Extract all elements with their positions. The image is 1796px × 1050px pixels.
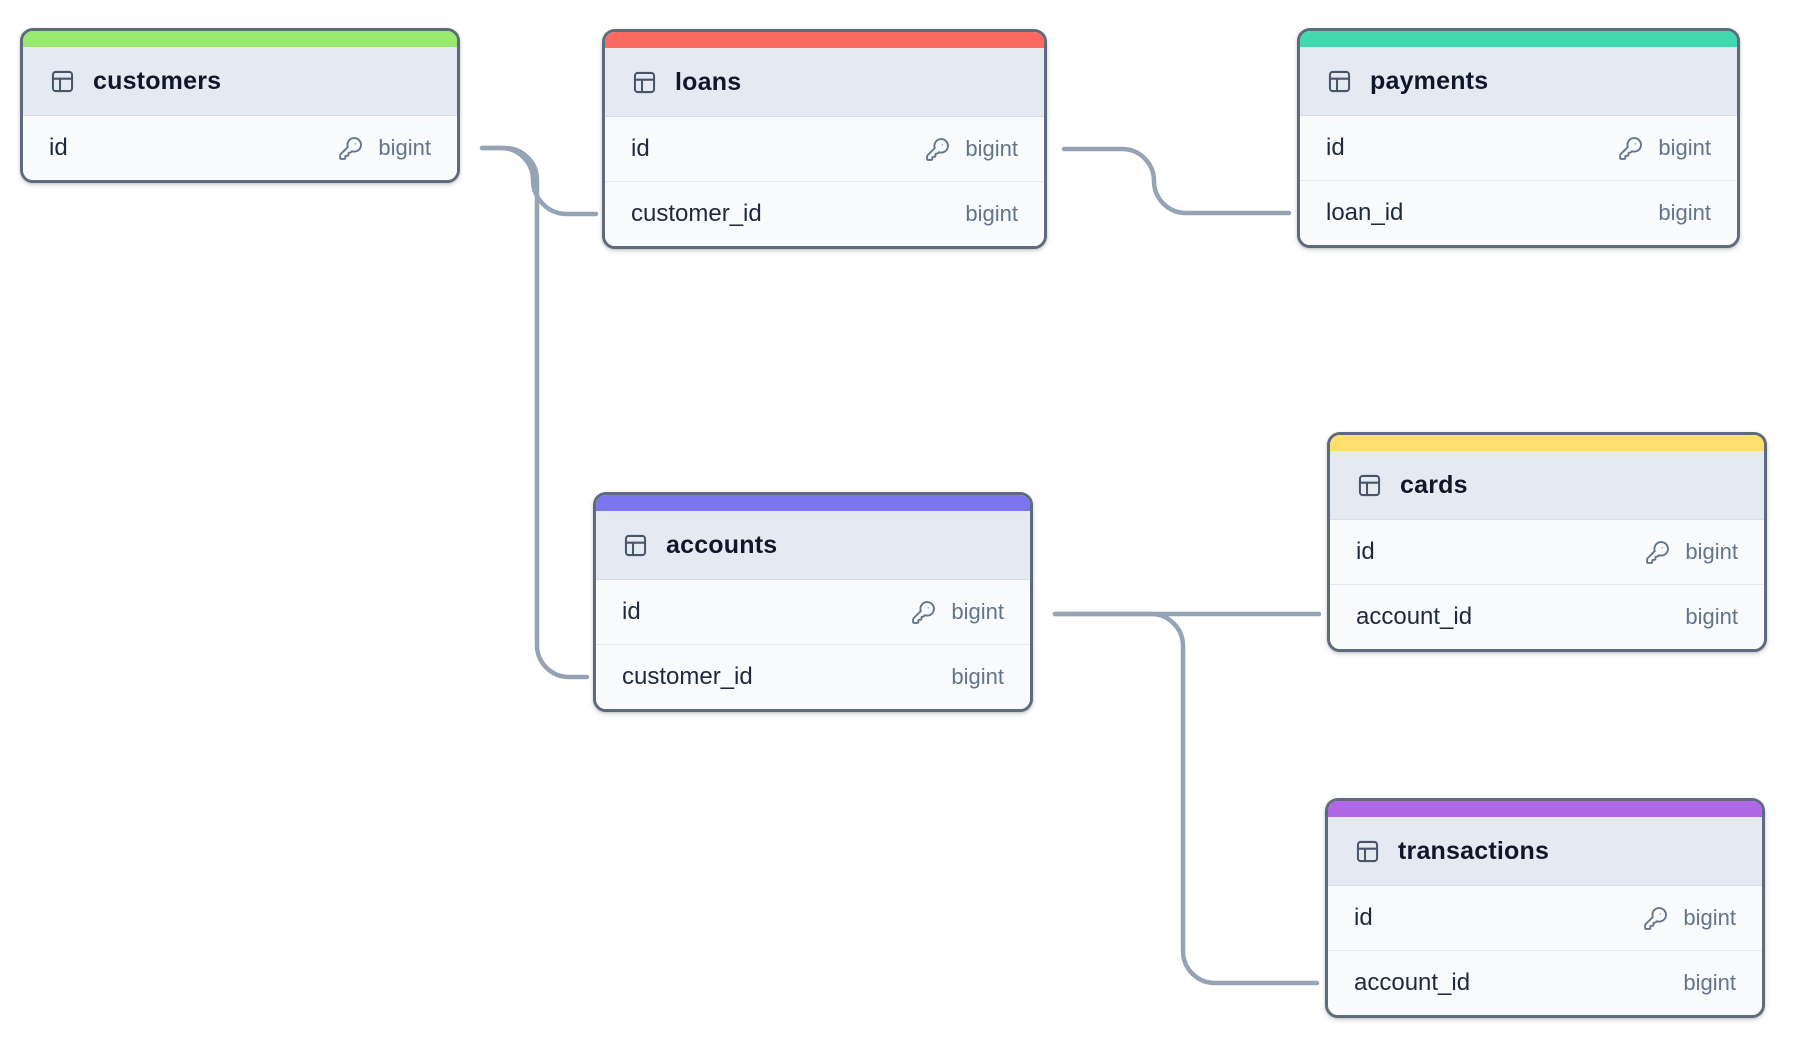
column-name: customer_id (622, 663, 753, 690)
table-loans[interactable]: loans id bigint customer_id bigint (602, 29, 1047, 249)
table-header-loans[interactable]: loans (605, 48, 1044, 116)
relationship-customers-id-to-accounts-customer_id[interactable] (479, 145, 590, 680)
column-type: bigint (1683, 905, 1736, 930)
column-row-accounts-customer_id[interactable]: customer_id bigint (596, 644, 1030, 709)
column-meta: bigint (1658, 200, 1711, 226)
column-name: id (49, 134, 68, 161)
column-type: bigint (1683, 970, 1736, 995)
column-row-loans-id[interactable]: id bigint (605, 116, 1044, 181)
column-meta: bigint (911, 599, 1004, 625)
primary-key-icon (1645, 540, 1670, 565)
column-type: bigint (965, 136, 1018, 161)
primary-key-icon (911, 600, 936, 625)
column-row-accounts-id[interactable]: id bigint (596, 579, 1030, 644)
table-icon (622, 532, 649, 559)
table-name: loans (675, 67, 742, 96)
table-icon (49, 68, 76, 95)
column-name: id (1356, 538, 1375, 565)
column-row-cards-id[interactable]: id bigint (1330, 519, 1764, 584)
relationship-loans-id-to-payments-loan_id[interactable] (1061, 146, 1292, 216)
column-type: bigint (965, 201, 1018, 226)
table-accounts[interactable]: accounts id bigint customer_id bigint (593, 492, 1033, 712)
column-row-transactions-account_id[interactable]: account_id bigint (1328, 950, 1762, 1015)
table-columns: id bigint (23, 115, 457, 180)
table-columns: id bigint account_id bigint (1330, 519, 1764, 649)
column-meta: bigint (1645, 539, 1738, 565)
table-accent-bar (1330, 435, 1764, 451)
table-icon (1354, 838, 1381, 865)
primary-key-icon (1643, 906, 1668, 931)
table-accent-bar (605, 32, 1044, 48)
table-name: cards (1400, 470, 1468, 499)
table-name: payments (1370, 66, 1489, 95)
table-cards[interactable]: cards id bigint account_id bigint (1327, 432, 1767, 652)
column-name: id (1354, 904, 1373, 931)
column-type: bigint (1685, 539, 1738, 564)
table-header-payments[interactable]: payments (1300, 47, 1737, 115)
primary-key-icon (338, 136, 363, 161)
column-meta: bigint (925, 136, 1018, 162)
primary-key-icon (925, 137, 950, 162)
column-meta: bigint (1618, 135, 1711, 161)
table-transactions[interactable]: transactions id bigint account_id bigint (1325, 798, 1765, 1018)
column-name: id (631, 135, 650, 162)
table-icon (1326, 68, 1353, 95)
table-icon (1356, 472, 1383, 499)
table-name: customers (93, 66, 222, 95)
table-accent-bar (23, 31, 457, 47)
table-header-customers[interactable]: customers (23, 47, 457, 115)
table-header-transactions[interactable]: transactions (1328, 817, 1762, 885)
column-name: id (622, 598, 641, 625)
primary-key-icon (1618, 136, 1643, 161)
table-accent-bar (596, 495, 1030, 511)
column-row-cards-account_id[interactable]: account_id bigint (1330, 584, 1764, 649)
table-customers[interactable]: customers id bigint (20, 28, 460, 183)
column-name: customer_id (631, 200, 762, 227)
column-meta: bigint (1683, 970, 1736, 996)
table-columns: id bigint loan_id bigint (1300, 115, 1737, 245)
table-payments[interactable]: payments id bigint loan_id bigint (1297, 28, 1740, 248)
column-row-loans-customer_id[interactable]: customer_id bigint (605, 181, 1044, 246)
column-row-payments-id[interactable]: id bigint (1300, 115, 1737, 180)
table-name: transactions (1398, 836, 1550, 865)
table-columns: id bigint customer_id bigint (605, 116, 1044, 246)
column-name: loan_id (1326, 199, 1404, 226)
column-row-payments-loan_id[interactable]: loan_id bigint (1300, 180, 1737, 245)
column-meta: bigint (1685, 604, 1738, 630)
table-columns: id bigint account_id bigint (1328, 885, 1762, 1015)
table-columns: id bigint customer_id bigint (596, 579, 1030, 709)
column-type: bigint (951, 599, 1004, 624)
column-row-customers-id[interactable]: id bigint (23, 115, 457, 180)
column-type: bigint (1658, 135, 1711, 160)
column-type: bigint (1658, 200, 1711, 225)
column-name: id (1326, 134, 1345, 161)
table-name: accounts (666, 530, 778, 559)
column-name: account_id (1356, 603, 1473, 630)
column-type: bigint (378, 135, 431, 160)
column-meta: bigint (951, 664, 1004, 690)
table-icon (631, 69, 658, 96)
relationship-accounts-id-to-transactions-account_id[interactable] (1052, 611, 1320, 986)
column-type: bigint (951, 664, 1004, 689)
table-header-cards[interactable]: cards (1330, 451, 1764, 519)
column-row-transactions-id[interactable]: id bigint (1328, 885, 1762, 950)
table-header-accounts[interactable]: accounts (596, 511, 1030, 579)
table-accent-bar (1328, 801, 1762, 817)
column-meta: bigint (965, 201, 1018, 227)
table-accent-bar (1300, 31, 1737, 47)
column-meta: bigint (338, 135, 431, 161)
column-meta: bigint (1643, 905, 1736, 931)
column-name: account_id (1354, 969, 1471, 996)
column-type: bigint (1685, 604, 1738, 629)
